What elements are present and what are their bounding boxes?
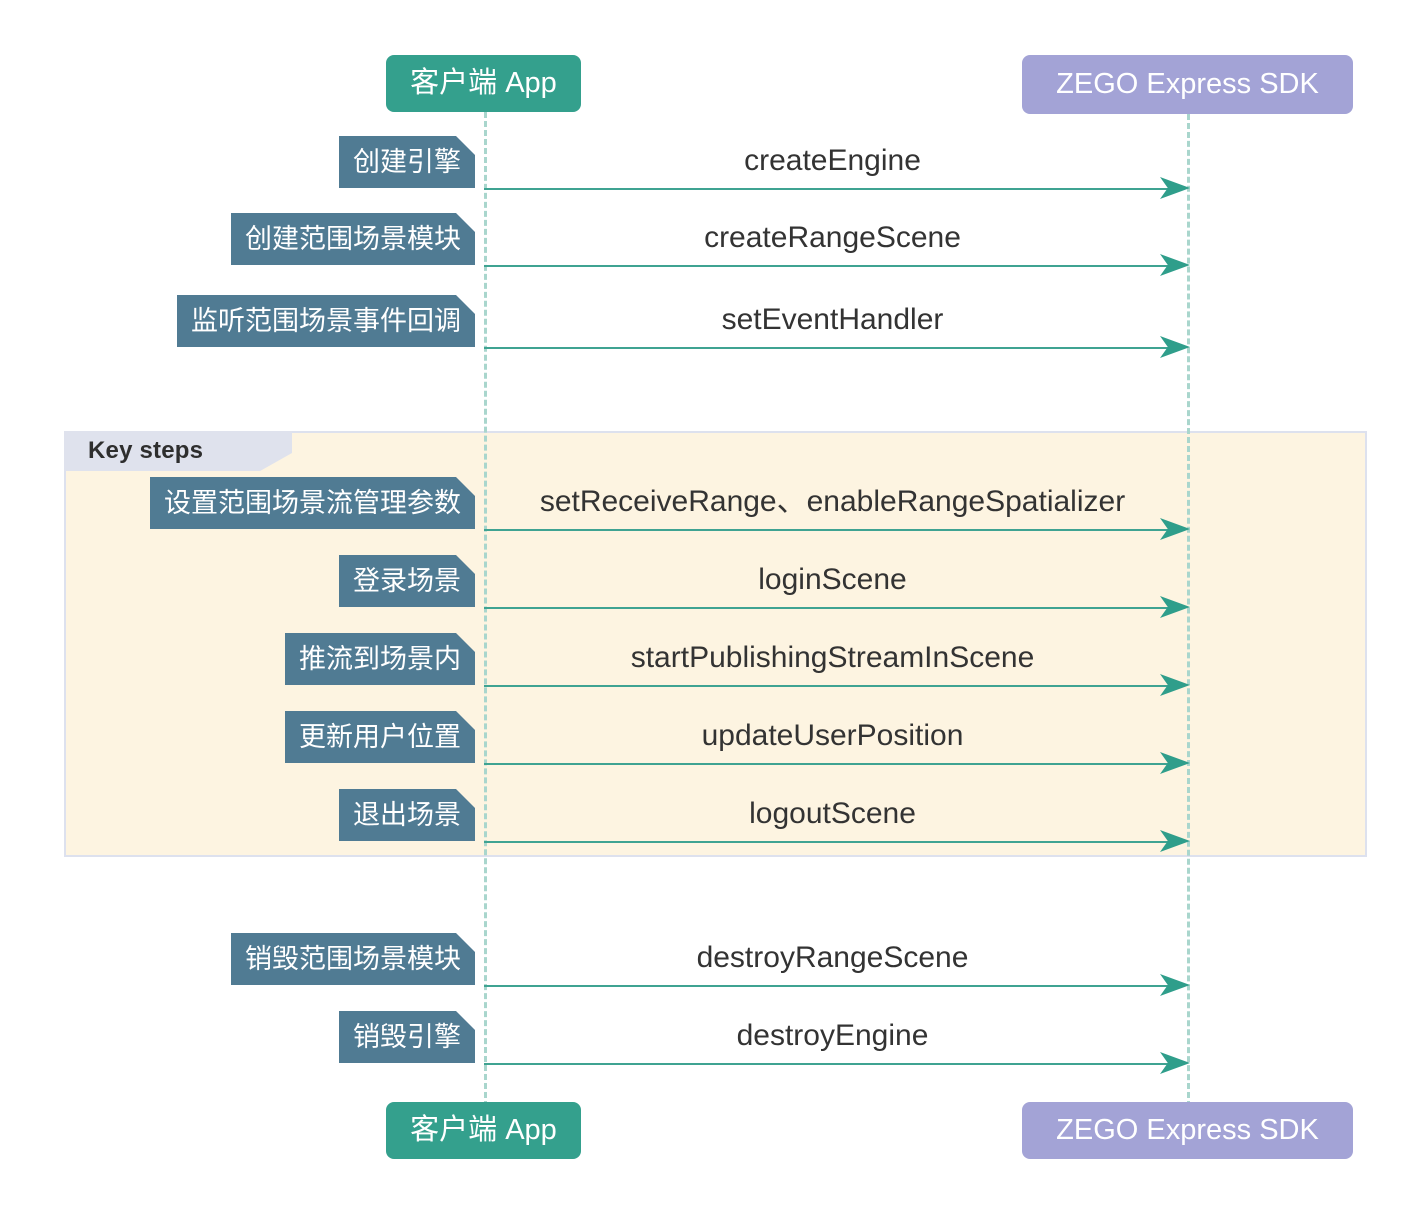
step-caption: 登录场景: [339, 555, 475, 607]
step-caption: 销毁范围场景模块: [231, 933, 475, 985]
message-arrow-shaft: [484, 347, 1181, 349]
step-caption: 设置范围场景流管理参数: [150, 477, 475, 529]
step-caption: 更新用户位置: [285, 711, 475, 763]
lifeline-zego-sdk: [1187, 114, 1190, 1107]
step-message: updateUserPosition: [701, 719, 964, 752]
step-message: setReceiveRange、enableRangeSpatializer: [539, 485, 1126, 518]
actor-footer-zego-express-sdk[interactable]: ZEGO Express SDK: [1022, 1102, 1353, 1159]
step-message: loginScene: [758, 563, 907, 596]
message-arrow-shaft: [484, 763, 1181, 765]
step-message: logoutScene: [749, 797, 916, 830]
step-message: createRangeScene: [704, 221, 961, 254]
actor-header-client-app[interactable]: 客户端 App: [386, 55, 581, 112]
step-caption: 销毁引擎: [339, 1011, 475, 1063]
message-arrow-shaft: [484, 841, 1181, 843]
step-caption: 退出场景: [339, 789, 475, 841]
step-message: startPublishingStreamInScene: [630, 641, 1035, 674]
message-arrow-shaft: [484, 265, 1181, 267]
step-caption: 创建范围场景模块: [231, 213, 475, 265]
step-caption: 创建引擎: [339, 136, 475, 188]
message-arrow-shaft: [484, 1063, 1181, 1065]
step-message: destroyEngine: [736, 1019, 929, 1052]
step-message: createEngine: [744, 144, 921, 177]
message-arrow-shaft: [484, 529, 1181, 531]
step-message: setEventHandler: [721, 303, 944, 336]
step-message: destroyRangeScene: [696, 941, 969, 974]
actor-header-zego-express-sdk[interactable]: ZEGO Express SDK: [1022, 55, 1353, 114]
message-arrow-shaft: [484, 607, 1181, 609]
step-caption: 推流到场景内: [285, 633, 475, 685]
message-arrow-shaft: [484, 188, 1181, 190]
key-steps-fragment-label: Key steps: [64, 431, 292, 471]
message-arrow-shaft: [484, 985, 1181, 987]
actor-footer-client-app[interactable]: 客户端 App: [386, 1102, 581, 1159]
message-arrow-shaft: [484, 685, 1181, 687]
step-caption: 监听范围场景事件回调: [177, 295, 475, 347]
lifeline-client-app: [484, 112, 487, 1107]
